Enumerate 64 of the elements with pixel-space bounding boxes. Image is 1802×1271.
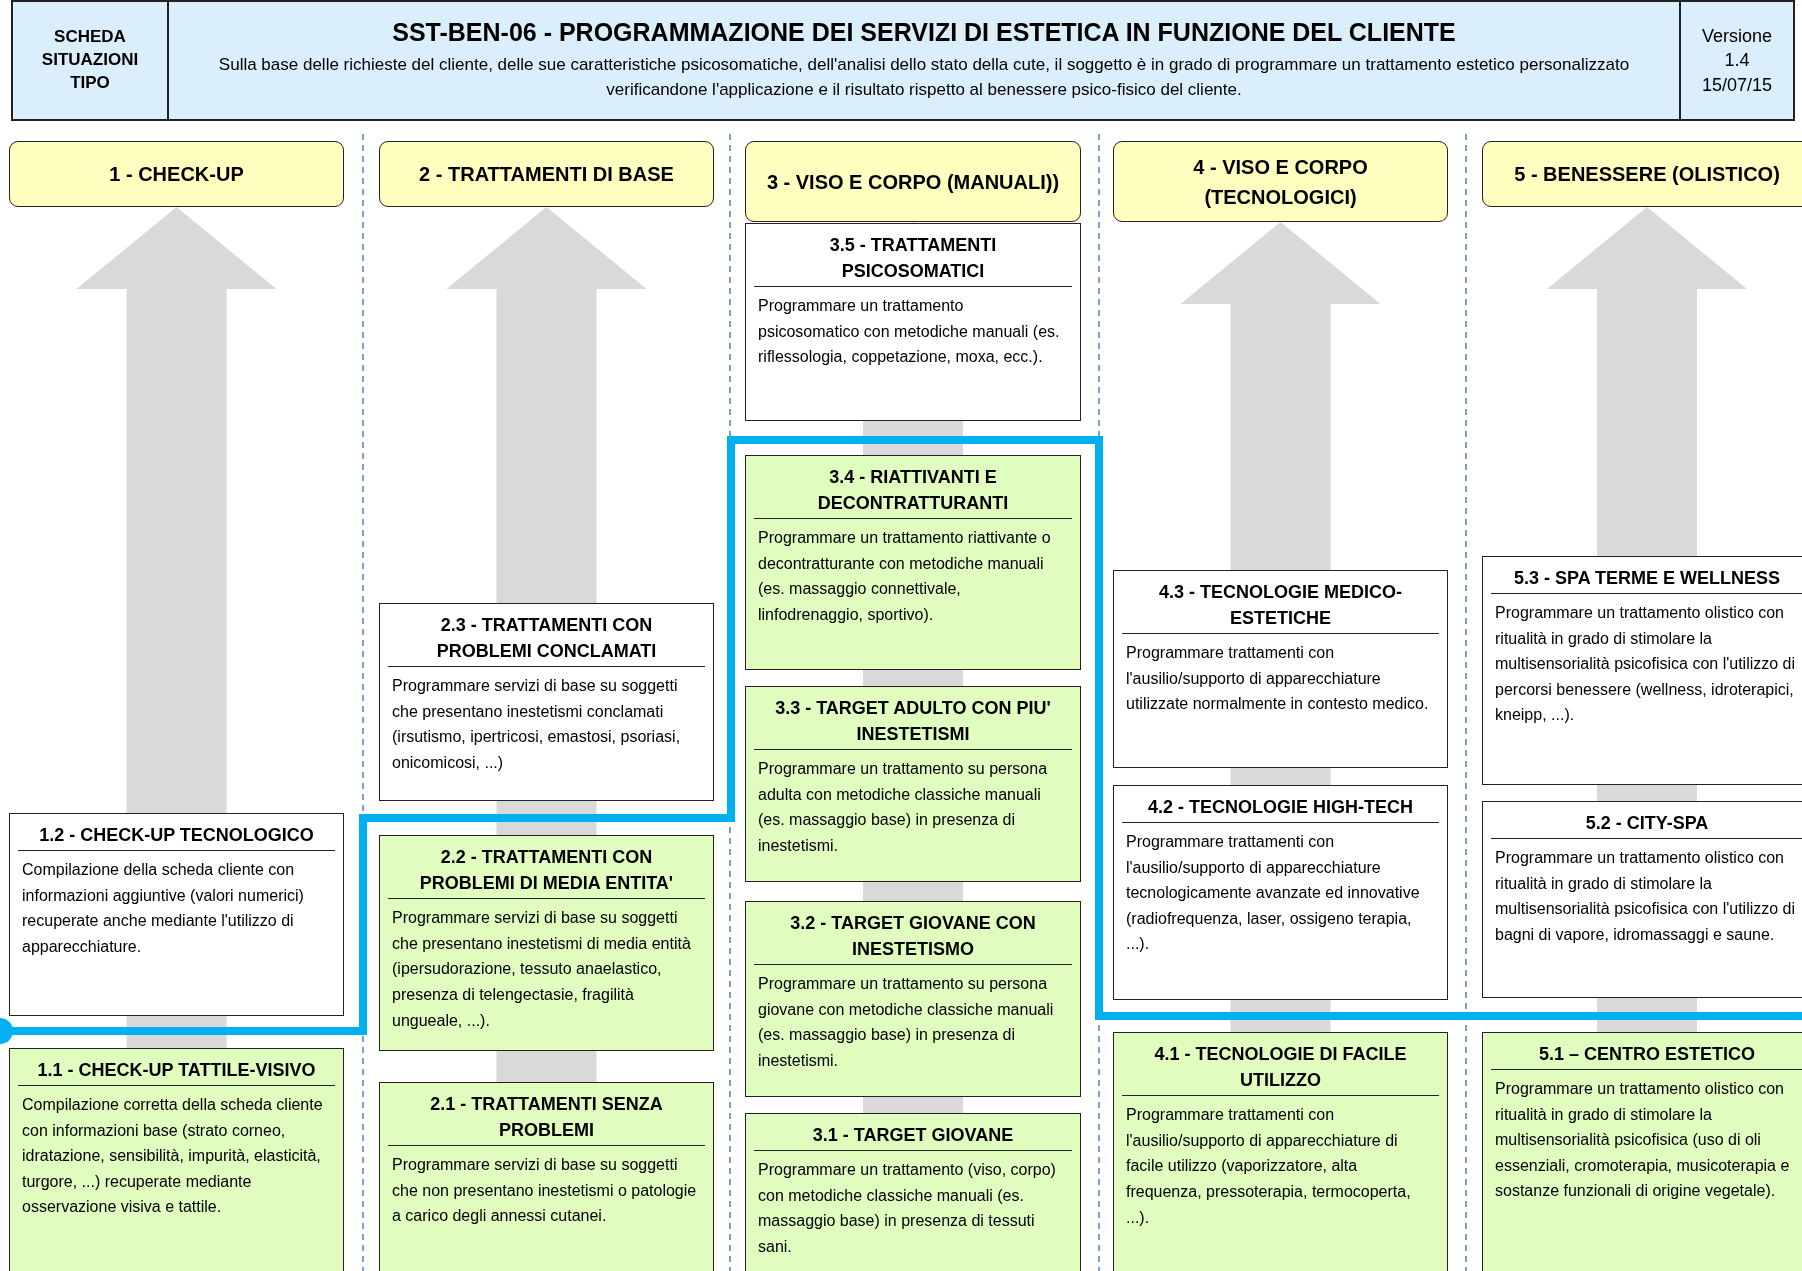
service-card xyxy=(745,686,1081,882)
card-description: Programmare un trattamento riattivante o decontratturante con metodiche manuali (es. massaggio connettivale, linfodrenaggio, sportivo). xyxy=(757,528,1052,625)
description: Sulla base delle richieste del cliente, delle sue caratteristiche psicosomatiche, dell'analisi dello stato della cute, il soggetto è in grado di programmare un trattamento estetico personalizzato verificandone l'applicazione e il risultato rispetto al benessere psico-fisico del cliente. xyxy=(217,54,1631,101)
card-description: Programmare un trattamento psicosomatico con metodiche manuali (es. riflessologia, coppetazione, moxa, ecc.). xyxy=(757,296,1061,368)
card-description: Programmare servizi di base su soggetti che presentano inestetismi di media entità (ipersudorazione, tessuto anaelastico, presenza di telengectasie, fragilità ungueale, ...). xyxy=(391,908,692,1031)
card-heading: 4.1 - TECNOLOGIE DI FACILE UTILIZZO xyxy=(1122,1041,1439,1097)
service-card xyxy=(1113,570,1448,768)
card-description: Programmare servizi di base su soggetti che presentano inestetismi conclamati (irsutismo, ipertricosi, emastosi, psoriasi, onicomicosi, ...) xyxy=(391,676,682,773)
version-date: 15/07/15 xyxy=(1701,73,1773,97)
card-heading: 4.3 - TECNOLOGIE MEDICO-ESTETICHE xyxy=(1122,579,1439,635)
card-heading: 2.2 - TRATTAMENTI CON PROBLEMI DI MEDIA ENTITA' xyxy=(388,844,705,900)
card-heading: 2.1 - TRATTAMENTI SENZA PROBLEMI xyxy=(388,1091,705,1147)
version-number: 1.4 xyxy=(1724,49,1750,73)
card-heading: 3.3 - TARGET ADULTO CON PIU' INESTETISMI xyxy=(754,695,1072,751)
card-heading: 5.1 – CENTRO ESTETICO xyxy=(1491,1041,1802,1071)
title: SST-BEN-06 - PROGRAMMAZIONE DEI SERVIZI DI ESTETICA IN FUNZIONE DEL CLIENTE xyxy=(392,18,1456,48)
category-header xyxy=(379,141,714,207)
card-heading: 3.4 - RIATTIVANTI E DECONTRATTURANTI xyxy=(754,464,1072,520)
service-card xyxy=(9,1048,344,1271)
card-description: Compilazione corretta della scheda cliente con informazioni base (strato corneo, idratazione, sensibilità, impurità, elasticità, turgore, ...) recuperate mediante osservazione visiva e tattile. xyxy=(21,1095,324,1218)
service-card xyxy=(745,223,1081,421)
service-card xyxy=(1482,556,1802,785)
category-header xyxy=(745,141,1081,222)
service-card xyxy=(1113,1032,1448,1271)
service-card xyxy=(1482,1032,1802,1271)
card-description: Programmare trattamenti con l'ausilio/supporto di apparecchiature tecnologicamente avanzate ed innovative (radiofrequenza, laser, ossigeno terapia, ...). xyxy=(1125,832,1421,955)
service-card xyxy=(379,835,714,1051)
category-header xyxy=(9,141,344,207)
card-heading: 3.5 - TRATTAMENTI PSICOSOMATICI xyxy=(754,232,1072,288)
category-title: 1 - CHECK-UP xyxy=(109,162,244,187)
card-heading: 3.1 - TARGET GIOVANE xyxy=(754,1122,1072,1152)
card-description: Programmare un trattamento olistico con ritualità in grado di stimolare la multisensorialità psicofisica con l'utilizzo di percorsi benessere (wellness, idroterapici, kneipp, ...). xyxy=(1494,603,1797,726)
service-card xyxy=(379,603,714,801)
service-card xyxy=(745,455,1081,670)
category-title: 3 - VISO E CORPO (MANUALI)) xyxy=(766,169,1060,195)
card-description: Programmare un trattamento su persona giovane con metodiche classiche manuali (es. massaggio base) in presenza di inestetismi. xyxy=(757,974,1055,1071)
category-header xyxy=(1113,141,1448,222)
document-type: SCHEDA SITUAZIONI TIPO xyxy=(40,26,140,94)
card-heading: 3.2 - TARGET GIOVANE CON INESTETISMO xyxy=(754,910,1072,966)
card-heading: 1.1 - CHECK-UP TATTILE-VISIVO xyxy=(18,1057,335,1087)
card-heading: 5.2 - CITY-SPA xyxy=(1491,810,1802,840)
card-description: Programmare un trattamento (viso, corpo) con metodiche classiche manuali (es. massaggio base) in presenza di tessuti sani. xyxy=(757,1160,1057,1257)
card-description: Programmare un trattamento olistico con ritualità in grado di stimolare la multisensorialità psicofisica con l'utilizzo di bagni di vapore, idromassaggi e saune. xyxy=(1494,848,1797,945)
category-title: 4 - VISO E CORPO (TECNOLOGICI) xyxy=(1192,154,1369,210)
card-description: Programmare trattamenti con l'ausilio/supporto di apparecchiature utilizzate normalmente in contesto medico. xyxy=(1125,643,1430,715)
card-heading: 2.3 - TRATTAMENTI CON PROBLEMI CONCLAMATI xyxy=(388,612,705,668)
service-card xyxy=(1113,785,1448,1000)
card-description: Programmare servizi di base su soggetti che non presentano inestetismi o patologie a carico degli annessi cutanei. xyxy=(391,1155,698,1227)
category-title: 2 - TRATTAMENTI DI BASE xyxy=(419,162,674,187)
card-description: Programmare un trattamento su persona adulta con metodiche classiche manuali (es. massaggio base) in presenza di inestetismi. xyxy=(757,759,1049,856)
category-title: 5 - BENESSERE (OLISTICO) xyxy=(1514,162,1780,187)
service-card xyxy=(745,1113,1081,1271)
card-heading: 4.2 - TECNOLOGIE HIGH-TECH xyxy=(1122,794,1439,824)
service-card xyxy=(745,901,1081,1097)
service-card xyxy=(9,813,344,1016)
service-card xyxy=(379,1082,714,1271)
card-heading: 1.2 - CHECK-UP TECNOLOGICO xyxy=(18,822,335,852)
category-header xyxy=(1482,141,1802,207)
version-label: Versione xyxy=(1701,25,1773,49)
card-description: Compilazione della scheda cliente con informazioni aggiuntive (valori numerici) recuperate anche mediante l'utilizzo di apparecchiature. xyxy=(21,860,305,957)
service-card xyxy=(1482,801,1802,998)
card-description: Programmare un trattamento olistico con ritualità in grado di stimolare la multisensorialità psicofisica (uso di oli essenziali, cromoterapia, musicoterapia e sostanze funzionali di origine vegetale). xyxy=(1494,1079,1791,1202)
card-description: Programmare trattamenti con l'ausilio/supporto di apparecchiature di facile utilizzo (vaporizzatore, alta frequenza, pressoterapia, termocoperta, ...). xyxy=(1125,1105,1412,1228)
card-heading: 5.3 - SPA TERME E WELLNESS xyxy=(1491,565,1802,595)
